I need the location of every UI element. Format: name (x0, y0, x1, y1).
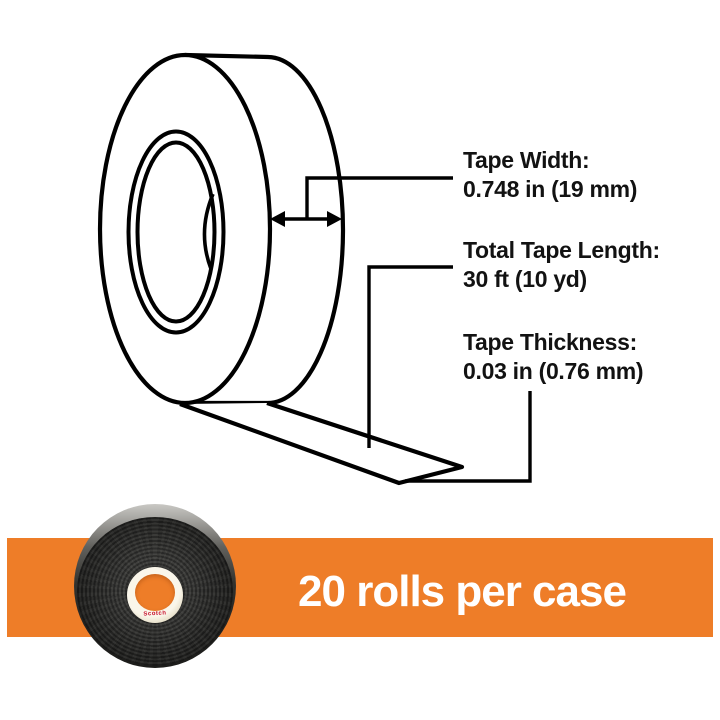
width-leader-line (305, 176, 453, 219)
roll-center-hole (135, 574, 175, 611)
roll-body-outline (184, 52, 346, 406)
tape-strip (179, 401, 465, 486)
spec-tape-thickness-value: 0.03 in (0.76 mm) (463, 358, 644, 384)
spec-tape-thickness: Tape Thickness: 0.03 in (0.76 mm) (463, 328, 644, 386)
core-back-edge (202, 193, 215, 270)
width-arrowhead-left (270, 211, 285, 227)
case-quantity-text: 20 rolls per case (298, 566, 627, 616)
spec-tape-width-value: 0.748 in (19 mm) (463, 176, 638, 202)
spec-tape-width-label: Tape Width: (463, 147, 590, 173)
roll-front-face (97, 52, 273, 406)
core-outer-ring (126, 129, 226, 335)
spec-tape-length-label: Total Tape Length: (463, 237, 660, 263)
width-arrowhead-right (327, 211, 342, 227)
spec-tape-width: Tape Width: 0.748 in (19 mm) (463, 146, 637, 204)
spec-tape-length: Total Tape Length: 30 ft (10 yd) (463, 236, 660, 294)
length-leader-line (367, 265, 453, 448)
spec-tape-length-value: 30 ft (10 yd) (463, 266, 587, 292)
spec-tape-thickness-label: Tape Thickness: (463, 329, 638, 355)
thickness-leader-line (405, 391, 532, 483)
tape-roll-line-drawing (97, 52, 532, 486)
black-tape-roll-photo: Scotch (74, 504, 236, 668)
core-inner-ring (135, 140, 217, 324)
